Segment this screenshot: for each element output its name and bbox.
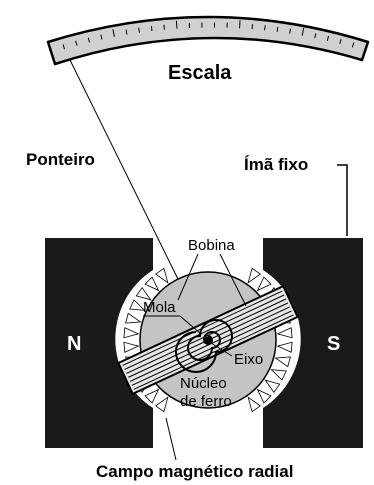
spring-label: Mola (143, 299, 176, 316)
field-arrow (276, 327, 293, 339)
field-arrow (276, 341, 293, 353)
field-arrow (123, 341, 140, 353)
scale-tick (75, 40, 78, 46)
scale-tick (125, 29, 128, 35)
scale-tick (351, 42, 355, 48)
fixed-magnet-leader (337, 164, 348, 236)
field-arrow (155, 267, 169, 284)
field-arrow (270, 369, 287, 381)
field-arrow (256, 388, 272, 404)
axis-label: Eixo (234, 351, 263, 368)
field-arrow (247, 267, 261, 284)
scale-tick (289, 28, 291, 34)
scale-tick (314, 33, 317, 39)
scale-tick (301, 27, 305, 36)
field-arrow (129, 299, 146, 311)
radial-field-label: Campo magnético radial (96, 462, 293, 481)
field-arrow (125, 312, 142, 324)
scale-label: Escala (168, 62, 232, 84)
magnet-north (45, 238, 153, 448)
scale-tick (112, 29, 115, 37)
field-arrow (256, 276, 272, 292)
fixed-magnet-label: Ímã fixo (244, 155, 308, 174)
scale-band (46, 15, 370, 66)
radial-field-leader (165, 417, 177, 461)
scale-tick (276, 26, 279, 32)
coil-winding (133, 314, 294, 390)
scale-tick (138, 27, 140, 33)
field-arrow (274, 356, 291, 368)
coil-leader-2 (219, 253, 247, 307)
pointer-label: Ponteiro (26, 150, 95, 169)
spring-leader (179, 315, 202, 335)
coil-winding (124, 294, 285, 370)
spring (175, 319, 233, 373)
scale (46, 15, 370, 66)
scale-tick (62, 44, 65, 50)
field-arrow (123, 327, 140, 339)
south-pole-label: S (327, 333, 340, 355)
scale-tick (150, 26, 153, 32)
spring-spiral (175, 319, 233, 373)
scale-tick (100, 34, 103, 40)
magnet-south (263, 238, 363, 448)
field-arrow (144, 276, 160, 292)
core-label-line2: de ferro (180, 393, 232, 410)
field-arrow (135, 287, 152, 301)
scale-tick (326, 35, 329, 42)
north-pole-label: N (67, 333, 81, 355)
coil-leader-1 (177, 253, 199, 301)
scale-tick (339, 38, 342, 45)
field-arrow (155, 396, 169, 413)
scale-tick (87, 37, 90, 43)
coil-winding (126, 298, 287, 374)
core-label-line1: Núcleo (180, 375, 227, 392)
field-arrow (247, 396, 261, 413)
scale-tick (264, 25, 266, 31)
scale-ticks (62, 20, 355, 50)
axis-leader (210, 342, 233, 357)
field-arrow (144, 388, 160, 404)
scale-tick (175, 20, 178, 29)
coil-label: Bobina (188, 237, 235, 254)
field-arrow (264, 379, 281, 393)
axis-pivot (204, 336, 212, 344)
